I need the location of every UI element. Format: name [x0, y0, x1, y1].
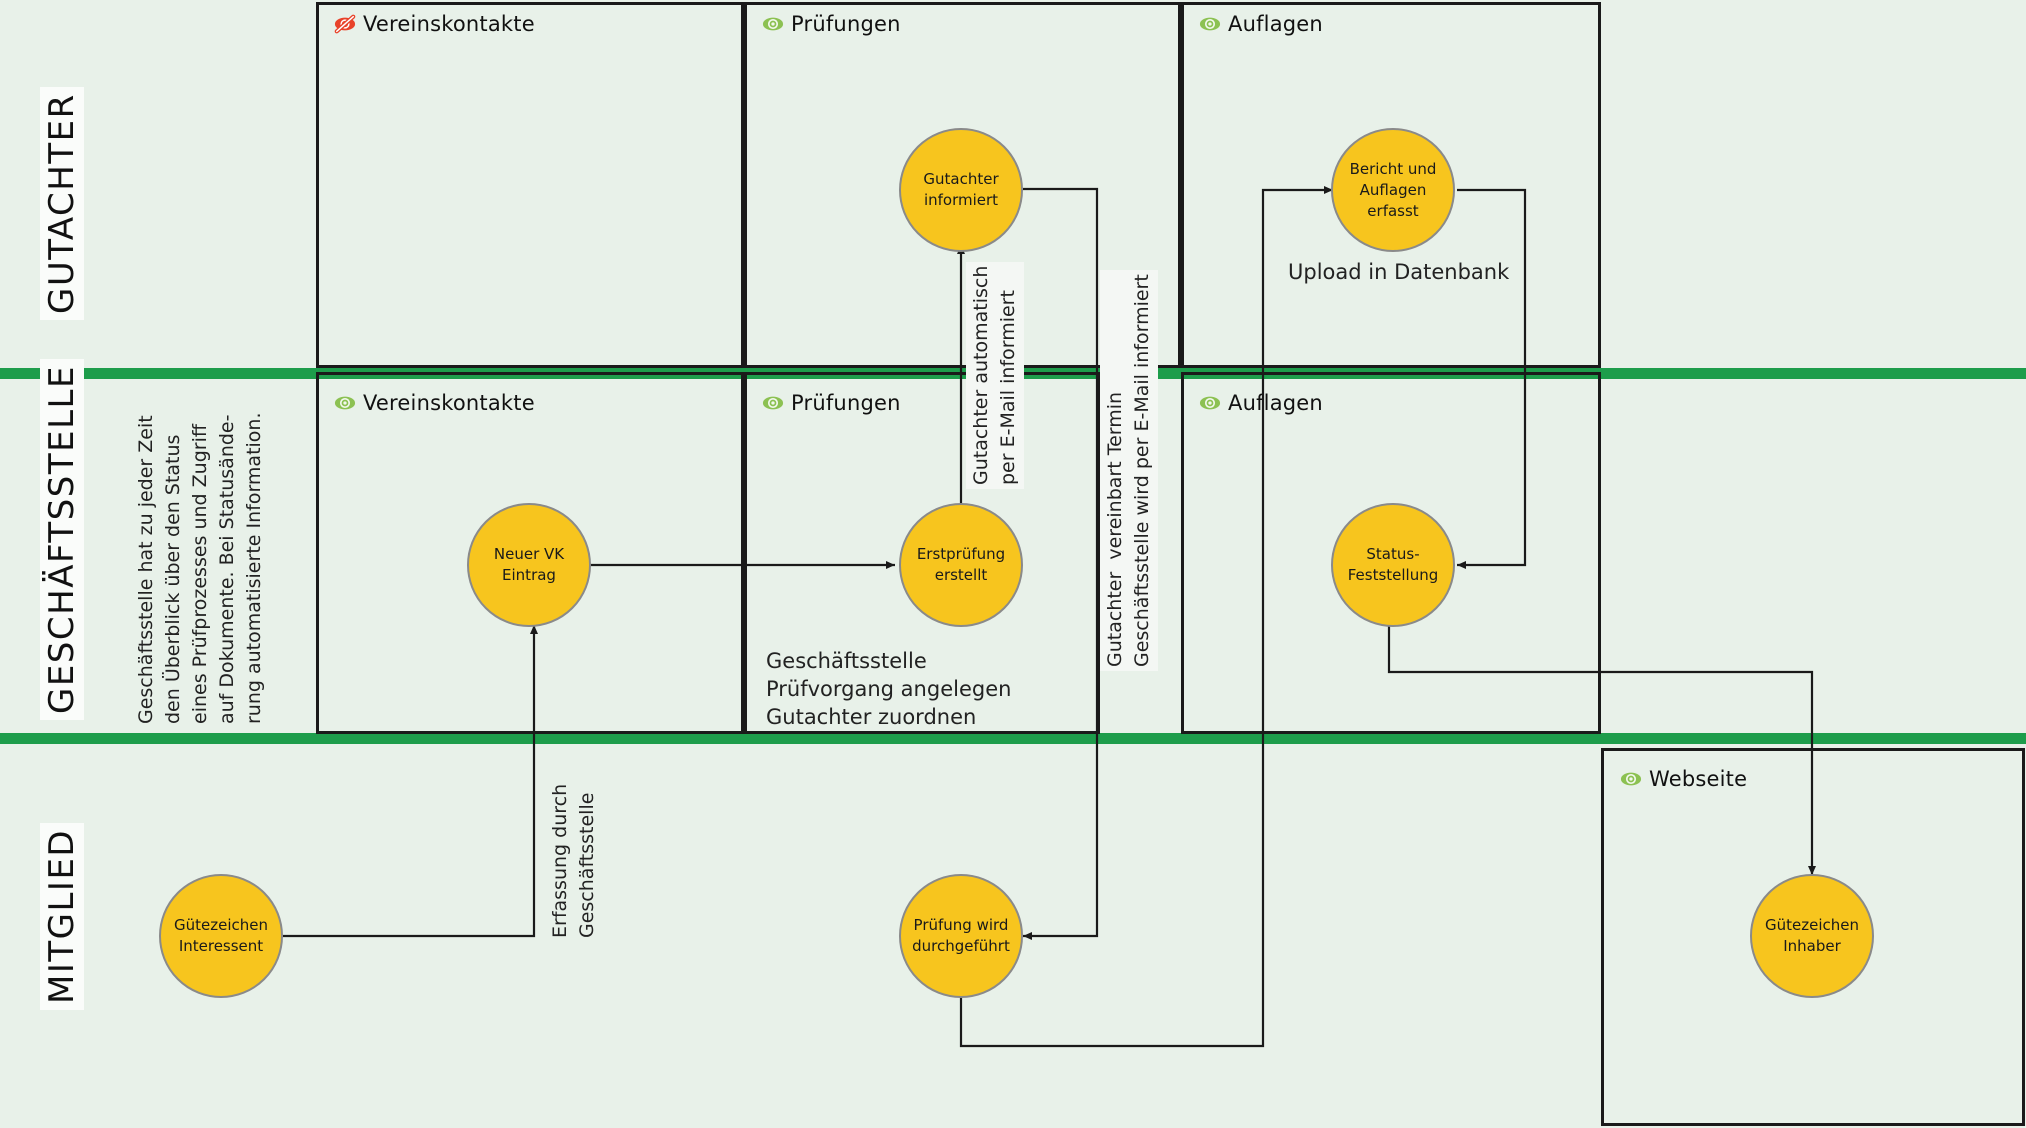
pool-header-label: Auflagen [1228, 391, 1323, 415]
eye-icon [1199, 13, 1221, 35]
pool-header-label: Webseite [1649, 767, 1748, 791]
pool-header-auflagen-gutachter: Auflagen [1199, 12, 1323, 36]
pool-header-pruefungen-gutachter: Prüfungen [762, 12, 901, 36]
pool-header-label: Prüfungen [791, 391, 901, 415]
pool-header-pruefungen-geschaeftsstelle: Prüfungen [762, 391, 901, 415]
pool-vereinskontakte-gutachter [316, 2, 744, 368]
node-label: Prüfung wird durchgeführt [912, 916, 1010, 955]
node-label: Neuer VK Eintrag [493, 545, 565, 584]
eye-off-icon [334, 13, 356, 35]
node-label: Erstprüfung erstellt [916, 545, 1006, 584]
node-label: Bericht und Auflagen erfasst [1349, 159, 1437, 220]
node-status-feststellung[interactable]: Status- Feststellung [1331, 503, 1455, 627]
pool-header-label: Prüfungen [791, 12, 901, 36]
annotation-sidebar-note: Geschäftsstelle hat zu jeder Zeit den Üb… [135, 412, 265, 724]
node-label: Gütezeichen Interessent [174, 916, 268, 955]
pool-header-label: Auflagen [1228, 12, 1323, 36]
eye-icon [762, 13, 784, 35]
pool-header-label: Vereinskontakte [363, 391, 535, 415]
eye-icon [1199, 392, 1221, 414]
node-erstpruefung-erstellt[interactable]: Erstprüfung erstellt [899, 503, 1023, 627]
node-guetezeichen-interessent[interactable]: Gütezeichen Interessent [159, 874, 283, 998]
pool-header-auflagen-geschaeftsstelle: Auflagen [1199, 391, 1323, 415]
eye-icon [334, 392, 356, 414]
pool-header-vereinskontakte-geschaeftsstelle: Vereinskontakte [334, 391, 535, 415]
lane-title-geschaeftsstelle: GESCHÄFTSSTELLE [40, 359, 84, 720]
node-label: Status- Feststellung [1347, 545, 1439, 584]
eye-icon [1620, 768, 1642, 790]
node-gutachter-informiert[interactable]: Gutachter informiert [899, 128, 1023, 252]
node-bericht-auflagen-erfasst[interactable]: Bericht und Auflagen erfasst [1331, 128, 1455, 252]
node-neuer-vk-eintrag[interactable]: Neuer VK Eintrag [467, 503, 591, 627]
annotation-pruefvorgang: Geschäftsstelle Prüfvorgang angelegen Gu… [766, 649, 1012, 729]
pool-auflagen-gutachter [1181, 2, 1601, 368]
pool-header-label: Vereinskontakte [363, 12, 535, 36]
annotation-termin-email: Gutachter vereinbart Termin Geschäftsste… [1100, 270, 1158, 671]
lane-separator-geschaeftsstelle-mitglied [0, 733, 2026, 744]
annotation-upload-datenbank: Upload in Datenbank [1288, 260, 1510, 284]
lane-title-gutachter: GUTACHTER [40, 87, 84, 320]
node-pruefung-wird-durchgefuehrt[interactable]: Prüfung wird durchgeführt [899, 874, 1023, 998]
pool-header-webseite-mitglied: Webseite [1620, 767, 1747, 791]
node-label: Gütezeichen Inhaber [1765, 916, 1859, 955]
annotation-gutachter-email: Gutachter automatisch per E-Mail informi… [966, 261, 1024, 489]
annotation-erfassung: Erfassung durch Geschäftsstelle [549, 783, 598, 938]
lane-title-mitglied: MITGLIED [40, 822, 84, 1010]
node-guetezeichen-inhaber[interactable]: Gütezeichen Inhaber [1750, 874, 1874, 998]
node-label: Gutachter informiert [923, 170, 999, 209]
pool-header-vereinskontakte-gutachter: Vereinskontakte [334, 12, 535, 36]
eye-icon [762, 392, 784, 414]
